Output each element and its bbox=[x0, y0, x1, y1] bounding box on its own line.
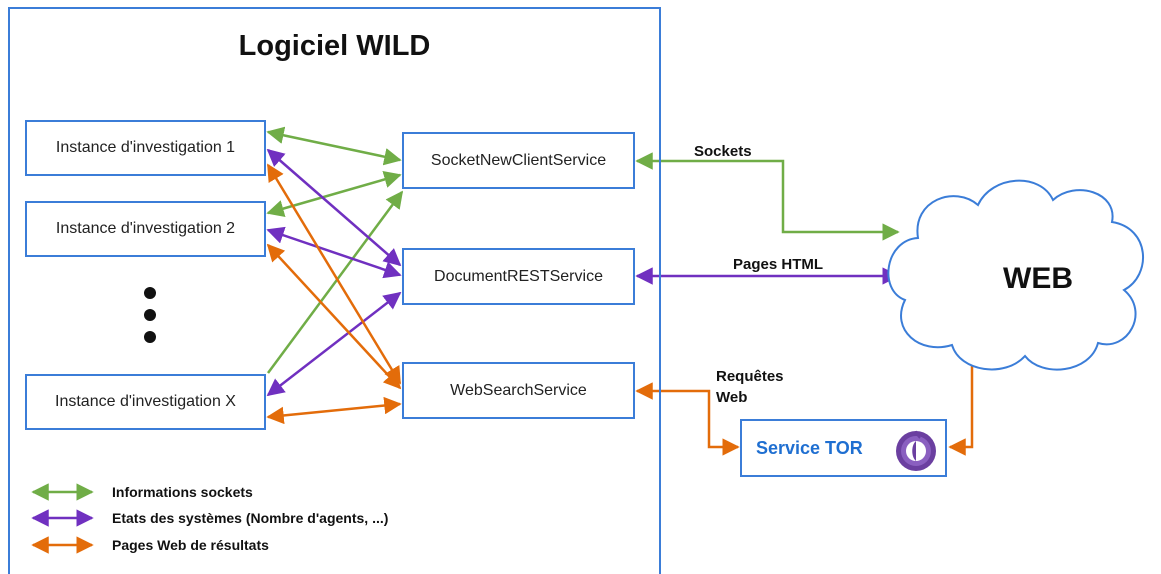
requetes-label-line2: Web bbox=[716, 389, 748, 406]
socket-new-client-service-box: SocketNewClientService bbox=[402, 132, 635, 189]
web-cloud bbox=[887, 179, 1145, 371]
arrow-websearch-tor bbox=[635, 382, 740, 456]
sockets-label: Sockets bbox=[694, 143, 752, 160]
arrow-instx-websearch bbox=[266, 396, 402, 425]
tor-service-box: Service TOR bbox=[740, 419, 947, 477]
diagram-title: Logiciel WILD bbox=[238, 30, 431, 62]
requetes-label-line1: Requêtes bbox=[716, 368, 784, 385]
instance-box-2: Instance d'investigation 2 bbox=[25, 201, 266, 257]
arrow-tor-web bbox=[948, 336, 981, 456]
document-rest-service-box: DocumentRESTService bbox=[402, 248, 635, 305]
tor-service-label: Service TOR bbox=[756, 438, 863, 458]
legend-label-results: Pages Web de résultats bbox=[112, 537, 269, 553]
legend-label-sockets: Informations sockets bbox=[112, 484, 253, 500]
pages-html-label: Pages HTML bbox=[733, 256, 824, 273]
web-search-service-box: WebSearchService bbox=[402, 362, 635, 419]
instance-box-x: Instance d'investigation X bbox=[25, 374, 266, 430]
ellipsis-dot bbox=[144, 331, 156, 343]
arrow-inst2-websearch bbox=[266, 243, 402, 390]
ellipsis-dot bbox=[144, 287, 156, 299]
legend-label-states: Etats des systèmes (Nombre d'agents, ...… bbox=[112, 510, 389, 526]
web-label: WEB bbox=[1003, 262, 1073, 295]
ellipsis-dot bbox=[144, 309, 156, 321]
instance-box-1: Instance d'investigation 1 bbox=[25, 120, 266, 176]
wild-software-frame bbox=[8, 7, 661, 574]
tor-onion-icon bbox=[896, 430, 936, 471]
arrow-socket-web bbox=[635, 152, 900, 241]
